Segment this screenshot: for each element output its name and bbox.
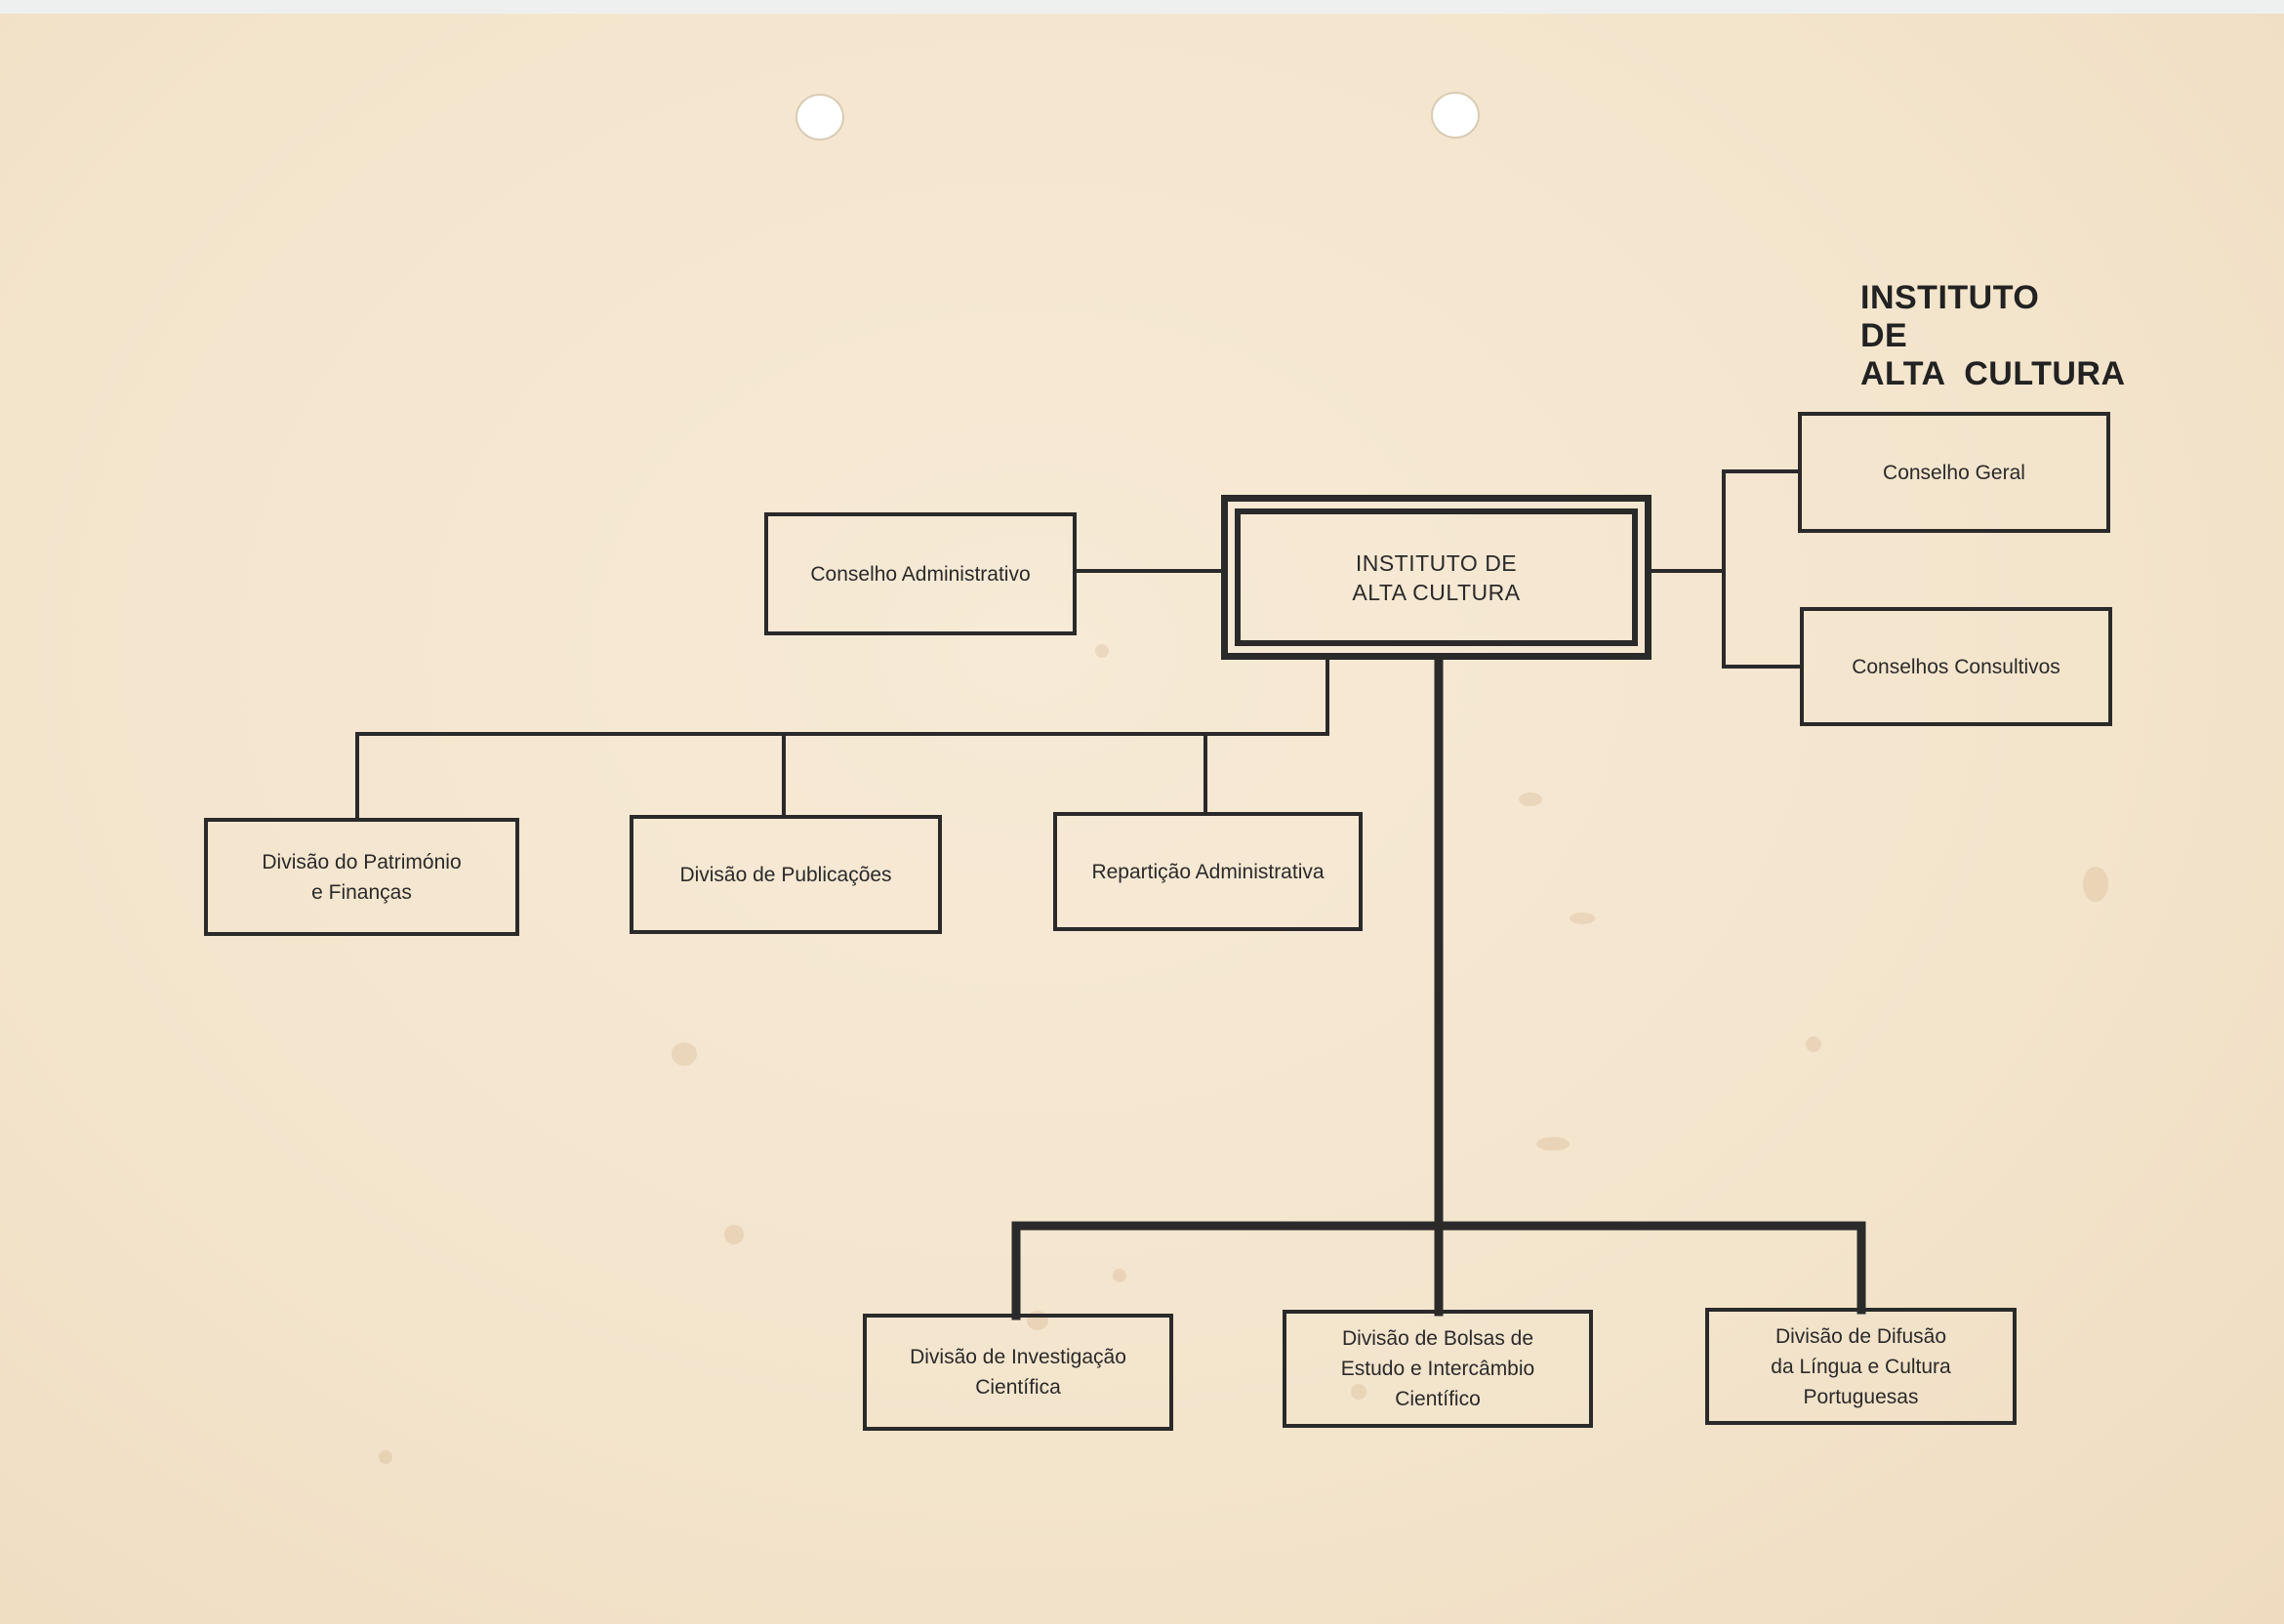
paper-stain bbox=[1113, 1269, 1126, 1282]
paper-stain bbox=[1519, 792, 1542, 806]
paper-stain bbox=[1536, 1137, 1570, 1151]
paper-stain bbox=[2083, 867, 2108, 902]
node-conselhos-consultivos: Conselhos Consultivos bbox=[1800, 607, 2112, 726]
paper-stain bbox=[724, 1225, 744, 1244]
node-label: Divisão de Bolsas de Estudo e Intercâmbi… bbox=[1340, 1327, 1535, 1410]
node-divisao-investigacao: Divisão de Investigação Científica bbox=[863, 1314, 1173, 1431]
scan-top-edge bbox=[0, 0, 2284, 14]
node-divisao-bolsas: Divisão de Bolsas de Estudo e Intercâmbi… bbox=[1283, 1310, 1593, 1428]
node-label: Divisão de Publicações bbox=[679, 863, 892, 886]
node-label: Divisão de Investigação Científica bbox=[910, 1346, 1126, 1399]
node-label: Repartição Administrativa bbox=[1091, 860, 1325, 883]
node-instituto-alta-cultura: INSTITUTO DE ALTA CULTURA bbox=[1221, 495, 1652, 660]
punch-hole-left bbox=[795, 94, 844, 141]
node-label: Conselho Geral bbox=[1883, 461, 2025, 484]
title-line-3: ALTA CULTURA bbox=[1860, 355, 2126, 392]
title-line-2: DE bbox=[1860, 317, 1908, 354]
node-label: Divisão do Património e Finanças bbox=[262, 850, 462, 904]
paper-stain bbox=[1570, 913, 1595, 924]
node-divisao-publicacoes: Divisão de Publicações bbox=[630, 815, 942, 934]
node-label: Conselhos Consultivos bbox=[1852, 655, 2060, 678]
node-reparticao-administrativa: Repartição Administrativa bbox=[1053, 812, 1363, 931]
title-line-1: INSTITUTO bbox=[1860, 279, 2040, 316]
node-label: INSTITUTO DE ALTA CULTURA bbox=[1352, 549, 1521, 605]
node-conselho-administrativo: Conselho Administrativo bbox=[764, 512, 1077, 635]
node-conselho-geral: Conselho Geral bbox=[1798, 412, 2110, 533]
punch-hole-right bbox=[1431, 92, 1480, 139]
node-divisao-patrimonio: Divisão do Património e Finanças bbox=[204, 818, 519, 936]
paper-stain bbox=[1351, 1384, 1366, 1400]
node-label: Conselho Administrativo bbox=[810, 562, 1031, 586]
paper-stain bbox=[672, 1042, 697, 1066]
paper-stain bbox=[379, 1450, 392, 1464]
paper-stain bbox=[1806, 1036, 1821, 1052]
document-title: INSTITUTO DE ALTA CULTURA bbox=[1860, 279, 2126, 393]
paper-stain bbox=[1095, 644, 1109, 658]
node-label: Divisão de Difusão da Língua e Cultura P… bbox=[1771, 1324, 1951, 1408]
node-divisao-difusao: Divisão de Difusão da Língua e Cultura P… bbox=[1705, 1308, 2017, 1425]
